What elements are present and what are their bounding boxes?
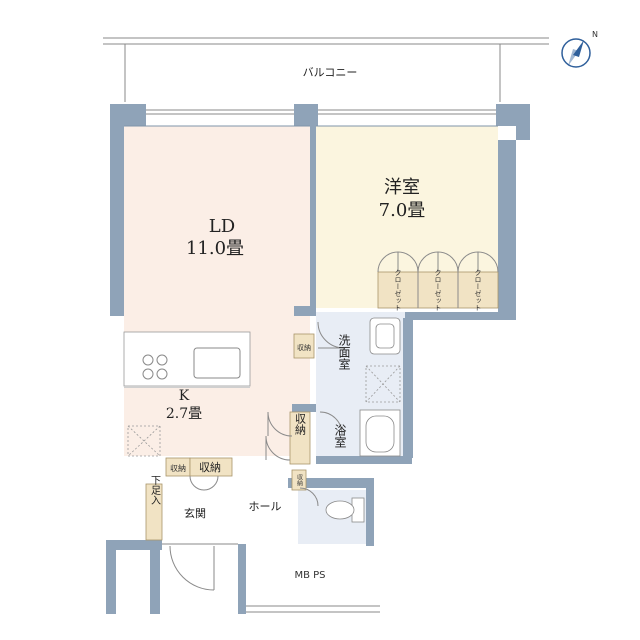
- doors: [169, 321, 345, 591]
- kitchen-counter: [123, 331, 251, 388]
- ld-floor: [124, 126, 310, 456]
- kitchen-room-size: 2.7畳: [166, 406, 202, 422]
- washing-machine-space: [365, 365, 401, 403]
- shoe-storage-label: 下足入: [149, 475, 161, 505]
- storage-tiny-label: 収納: [296, 474, 303, 487]
- hall-label: ホール: [249, 500, 282, 513]
- storage-tiny: 収納: [291, 469, 307, 491]
- storage-row: 収納 収納: [165, 457, 233, 477]
- washbasin-icon: [369, 317, 401, 355]
- windows: [146, 109, 496, 115]
- compass-north-label: N: [592, 30, 598, 39]
- storage-vertical: 収納: [289, 411, 311, 465]
- mb-ps-label: MB PS: [294, 570, 325, 581]
- kitchen-room-name: K: [179, 388, 190, 404]
- entrance-label: 玄関: [184, 506, 206, 520]
- storage-vertical-label: 収納: [294, 413, 307, 436]
- bedroom-room-size: 7.0畳: [379, 200, 426, 221]
- stove-icon: [142, 354, 168, 380]
- storage-row-label-small: 収納: [170, 463, 186, 473]
- washroom-label: 洗面室: [337, 334, 351, 370]
- storage-small-ld: 収納: [293, 333, 315, 359]
- hall-floor: [238, 462, 294, 544]
- bath-label: 浴室: [333, 424, 347, 448]
- storage-row-label: 収納: [199, 461, 221, 474]
- shoe-storage: 下足入: [145, 475, 163, 541]
- balcony-label: バルコニー: [303, 66, 358, 79]
- refrigerator-space: [127, 425, 161, 457]
- closets: クローゼット クローゼット クローゼット: [377, 251, 499, 311]
- closet-label: クローゼット: [394, 269, 402, 311]
- ld-room-name: LD: [209, 216, 235, 237]
- storage-small-label: 収納: [297, 343, 311, 352]
- ld-room-size: 11.0畳: [186, 238, 244, 259]
- walls: [106, 104, 530, 614]
- closet-label: クローゼット: [474, 269, 482, 311]
- bedroom-room-name: 洋室: [384, 177, 420, 198]
- compass-icon: N: [561, 30, 598, 68]
- closet-label: クローゼット: [434, 269, 442, 311]
- sink-icon: [193, 347, 241, 379]
- bathtub-icon: [359, 409, 401, 457]
- toilet-icon: [325, 497, 365, 523]
- balcony: バルコニー: [103, 37, 549, 102]
